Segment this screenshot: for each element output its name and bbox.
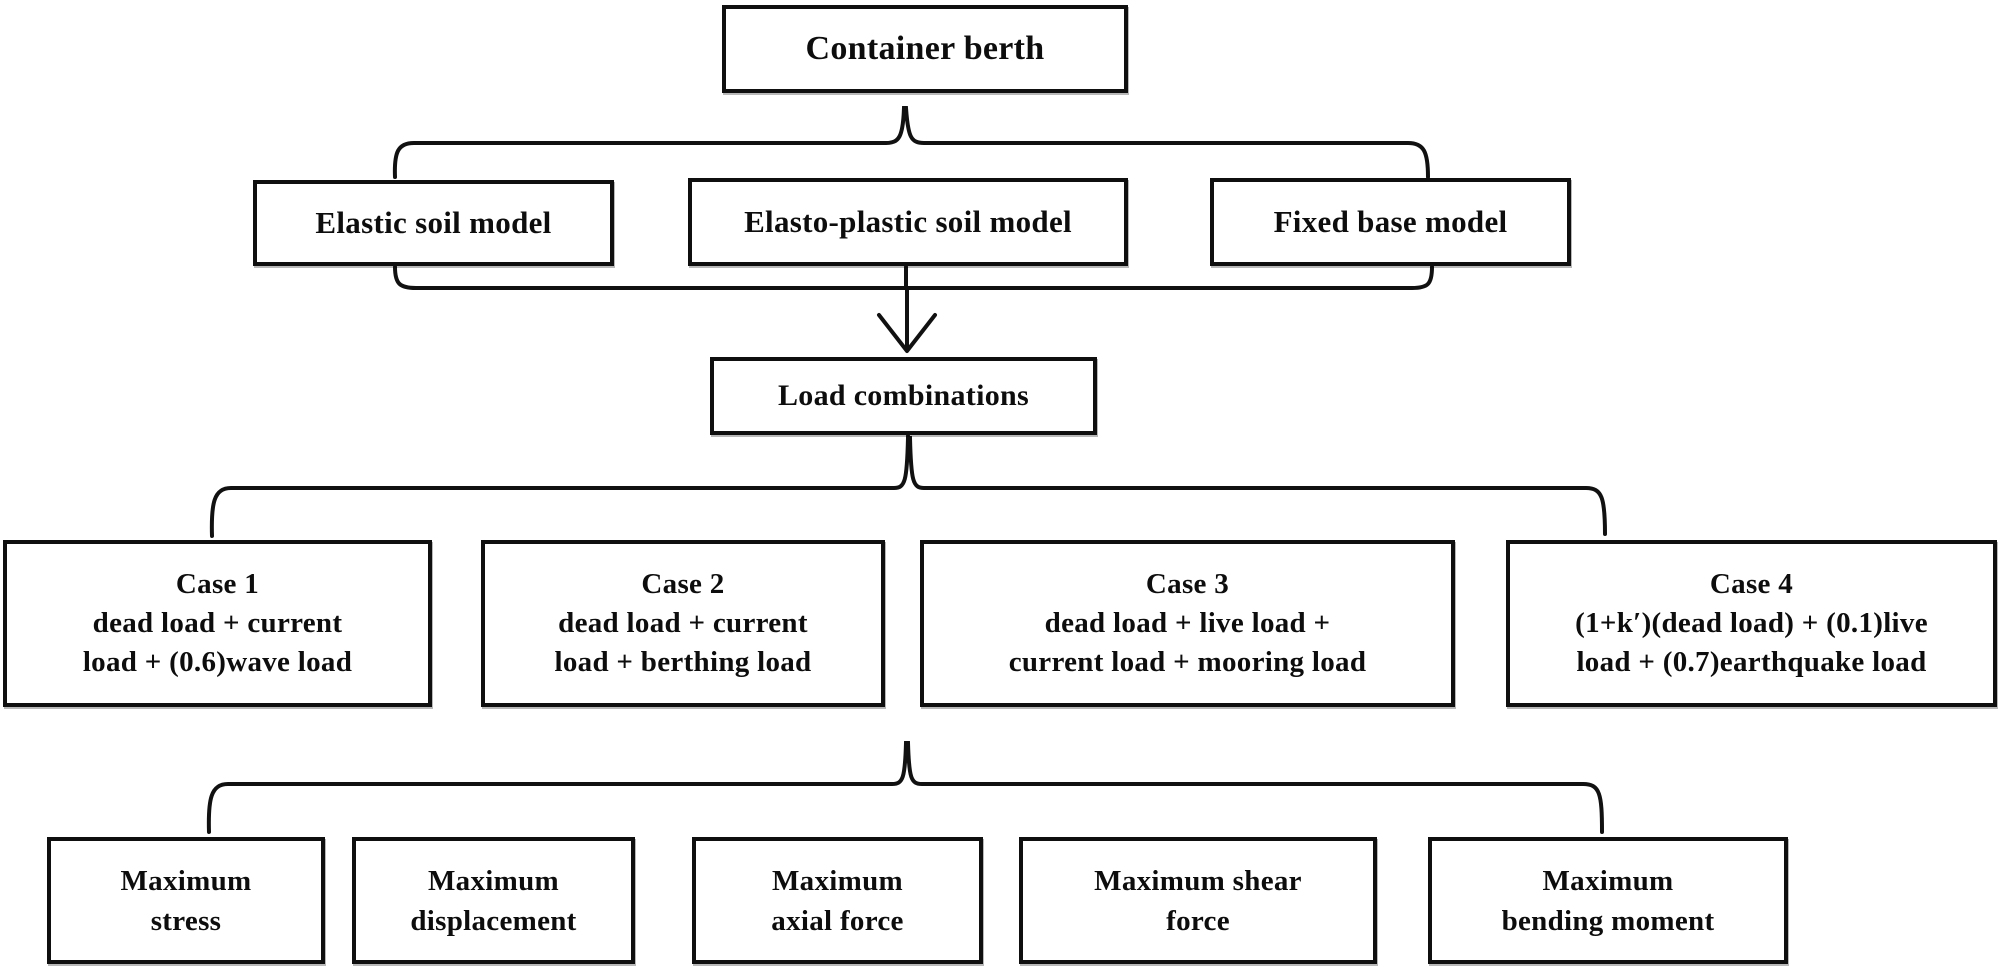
- node-case-1: Case 1 dead load + current load + (0.6)w…: [3, 540, 432, 707]
- output-line: stress: [150, 904, 222, 937]
- node-label: Load combinations: [778, 379, 1029, 412]
- output-line: force: [1166, 904, 1230, 937]
- node-maximum-displacement: Maximum displacement: [352, 837, 635, 964]
- case-line: dead load + current: [558, 607, 808, 639]
- case-title: Case 1: [175, 568, 260, 600]
- output-line: Maximum: [1542, 864, 1674, 897]
- output-line: Maximum shear: [1094, 864, 1302, 897]
- case-line: dead load + live load +: [1044, 607, 1331, 639]
- output-line: axial force: [771, 904, 904, 937]
- node-load-combinations: Load combinations: [710, 357, 1097, 435]
- node-case-3: Case 3 dead load + live load + current l…: [920, 540, 1455, 707]
- output-line: Maximum: [772, 864, 903, 897]
- node-maximum-bending-moment: Maximum bending moment: [1428, 837, 1788, 964]
- arrow-down: [877, 288, 937, 353]
- case-title: Case 2: [641, 568, 725, 600]
- node-label: Elasto-plastic soil model: [744, 204, 1072, 239]
- case-line: (1+k′)(dead load) + (0.1)live: [1575, 607, 1928, 639]
- node-maximum-stress: Maximum stress: [47, 837, 325, 964]
- case-title: Case 4: [1709, 568, 1794, 600]
- bracket-cases: [209, 436, 1607, 538]
- node-case-2: Case 2 dead load + current load + berthi…: [481, 540, 885, 707]
- node-maximum-axial-force: Maximum axial force: [692, 837, 983, 964]
- node-label: Elastic soil model: [315, 205, 552, 240]
- node-elastic-soil-model: Elastic soil model: [253, 180, 614, 266]
- case-line: load + (0.7)earthquake load: [1576, 646, 1927, 678]
- node-elasto-plastic-soil-model: Elasto-plastic soil model: [688, 178, 1128, 266]
- node-maximum-shear-force: Maximum shear force: [1019, 837, 1377, 964]
- output-line: bending moment: [1501, 904, 1715, 937]
- node-label: Fixed base model: [1273, 204, 1508, 239]
- node-container-berth: Container berth: [722, 5, 1128, 93]
- output-line: Maximum: [120, 864, 252, 897]
- output-line: Maximum: [428, 864, 559, 897]
- case-line: current load + mooring load: [1008, 646, 1367, 678]
- case-line: load + berthing load: [554, 646, 812, 678]
- case-line: dead load + current: [92, 607, 343, 639]
- bracket-outputs: [206, 741, 1604, 834]
- node-label: Container berth: [805, 30, 1045, 67]
- output-line: displacement: [410, 904, 577, 937]
- case-line: load + (0.6)wave load: [82, 646, 353, 678]
- bracket-top: [392, 106, 1430, 179]
- case-title: Case 3: [1145, 568, 1230, 600]
- node-case-4: Case 4 (1+k′)(dead load) + (0.1)live loa…: [1506, 540, 1997, 707]
- collector-models: [393, 265, 1434, 290]
- node-fixed-base-model: Fixed base model: [1210, 178, 1571, 266]
